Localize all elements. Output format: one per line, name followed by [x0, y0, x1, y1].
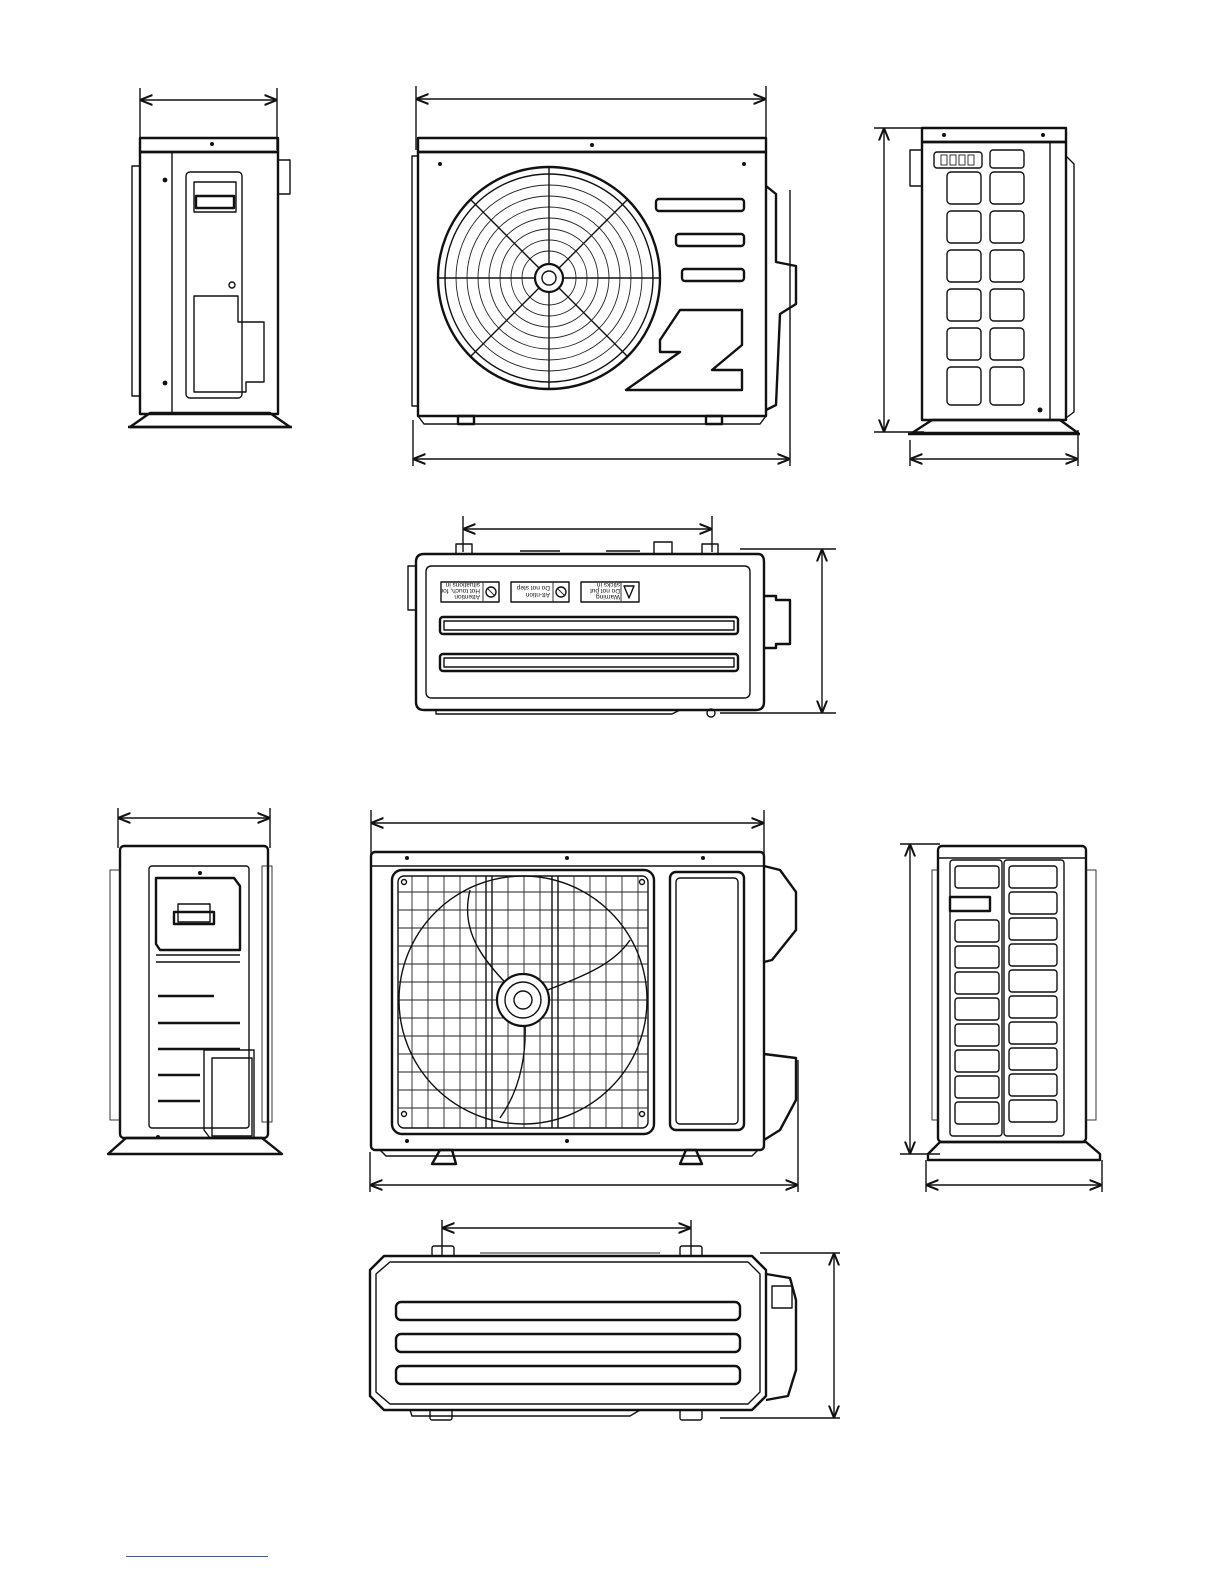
- unit-a-top-view: Warning Do not put sticks in Att-ntion D…: [408, 516, 836, 717]
- unit-b-front-top-dimension: [371, 810, 764, 856]
- warning-label-line: situations in: [445, 581, 480, 588]
- unit-a-warning-label-3: Attention Hot touch, for situations in: [440, 581, 499, 602]
- warning-label-line: sticks in: [597, 581, 621, 588]
- unit-a-right-height-dimension: [874, 128, 924, 432]
- unit-b-top-width-dimension: [442, 1220, 691, 1256]
- unit-a-warning-label-1: Warning Do not put sticks in: [581, 581, 639, 602]
- warning-label-line: Do not step: [516, 584, 550, 591]
- unit-a-left-side-view: [128, 88, 292, 427]
- unit-a-top-width-dimension: [463, 516, 712, 552]
- unit-b-left-width-dimension: [118, 808, 270, 848]
- footer-rule: [126, 1556, 268, 1557]
- unit-b-top-view: [370, 1220, 840, 1420]
- unit-b-front-bottom-dimension: [370, 1060, 798, 1192]
- unit-a-left-width-dimension: [140, 88, 277, 150]
- unit-b-right-height-dimension: [900, 844, 940, 1154]
- unit-b-right-louvers: [1009, 866, 1057, 1122]
- unit-a-front-top-dimension: [416, 86, 766, 150]
- unit-b-left-side-view: [108, 808, 282, 1154]
- unit-a-right-width-dimension: [910, 430, 1078, 466]
- unit-a-warning-label-2: Att-ntion Do not step: [511, 582, 569, 602]
- unit-b-front-view: [370, 810, 798, 1192]
- unit-a-right-side-view: [874, 128, 1080, 466]
- unit-b-right-side-view: [900, 844, 1102, 1192]
- warning-label-line: Att-ntion: [525, 591, 550, 598]
- unit-a-front-view: [412, 86, 796, 466]
- unit-b-right-width-dimension: [926, 1160, 1102, 1192]
